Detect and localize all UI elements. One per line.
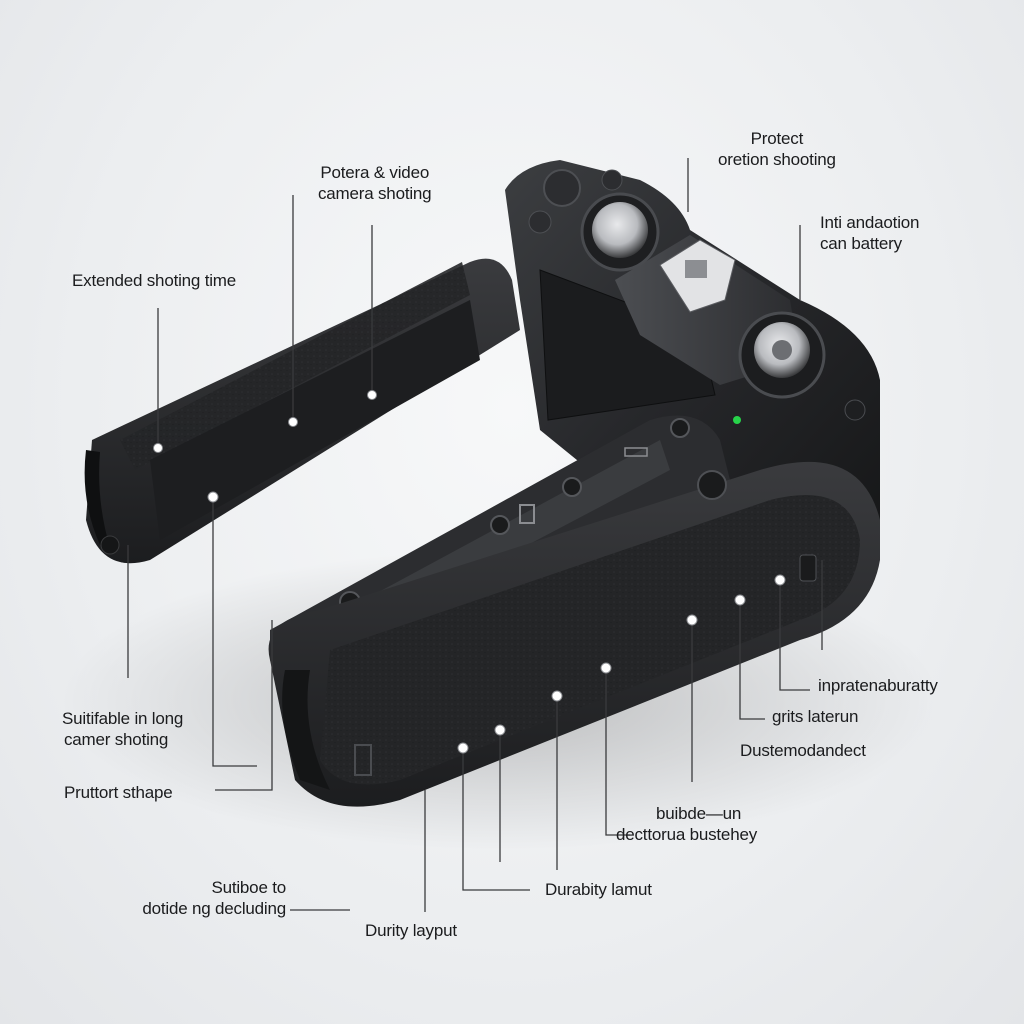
side-port-icon	[100, 535, 120, 555]
label-inprate: inpratenaburatty	[818, 676, 938, 695]
status-led-icon	[733, 416, 741, 424]
label-decluding: Sutiboe to dotide ng decluding	[142, 878, 286, 918]
label-durity-layout: Durity layput	[365, 921, 457, 940]
label-grite: grits laterun	[772, 707, 859, 726]
leader-lines	[127, 158, 823, 912]
label-durability: Durabity lamut	[545, 880, 652, 899]
small-button-icon	[528, 210, 552, 234]
leader-dots	[153, 390, 786, 754]
front-hand-grip	[268, 461, 881, 807]
label-dustproof: Dustemodandect	[740, 741, 866, 760]
left-grip-arm	[84, 258, 520, 564]
label-protect: Protect oretion shooting	[718, 129, 836, 169]
label-long-shooting: Suitifable in long camer shoting	[62, 709, 184, 749]
label-battery: Inti andaotion can battery	[820, 213, 920, 253]
label-bubble: buibde—un decttorua bustehey	[616, 804, 757, 844]
label-extended-shooting-time: Extended shoting time	[72, 271, 237, 290]
label-camera-shooting: Potera & video camera shoting	[318, 163, 432, 203]
top-button-icon	[543, 169, 581, 207]
label-shape: Pruttort sthape	[64, 783, 173, 802]
